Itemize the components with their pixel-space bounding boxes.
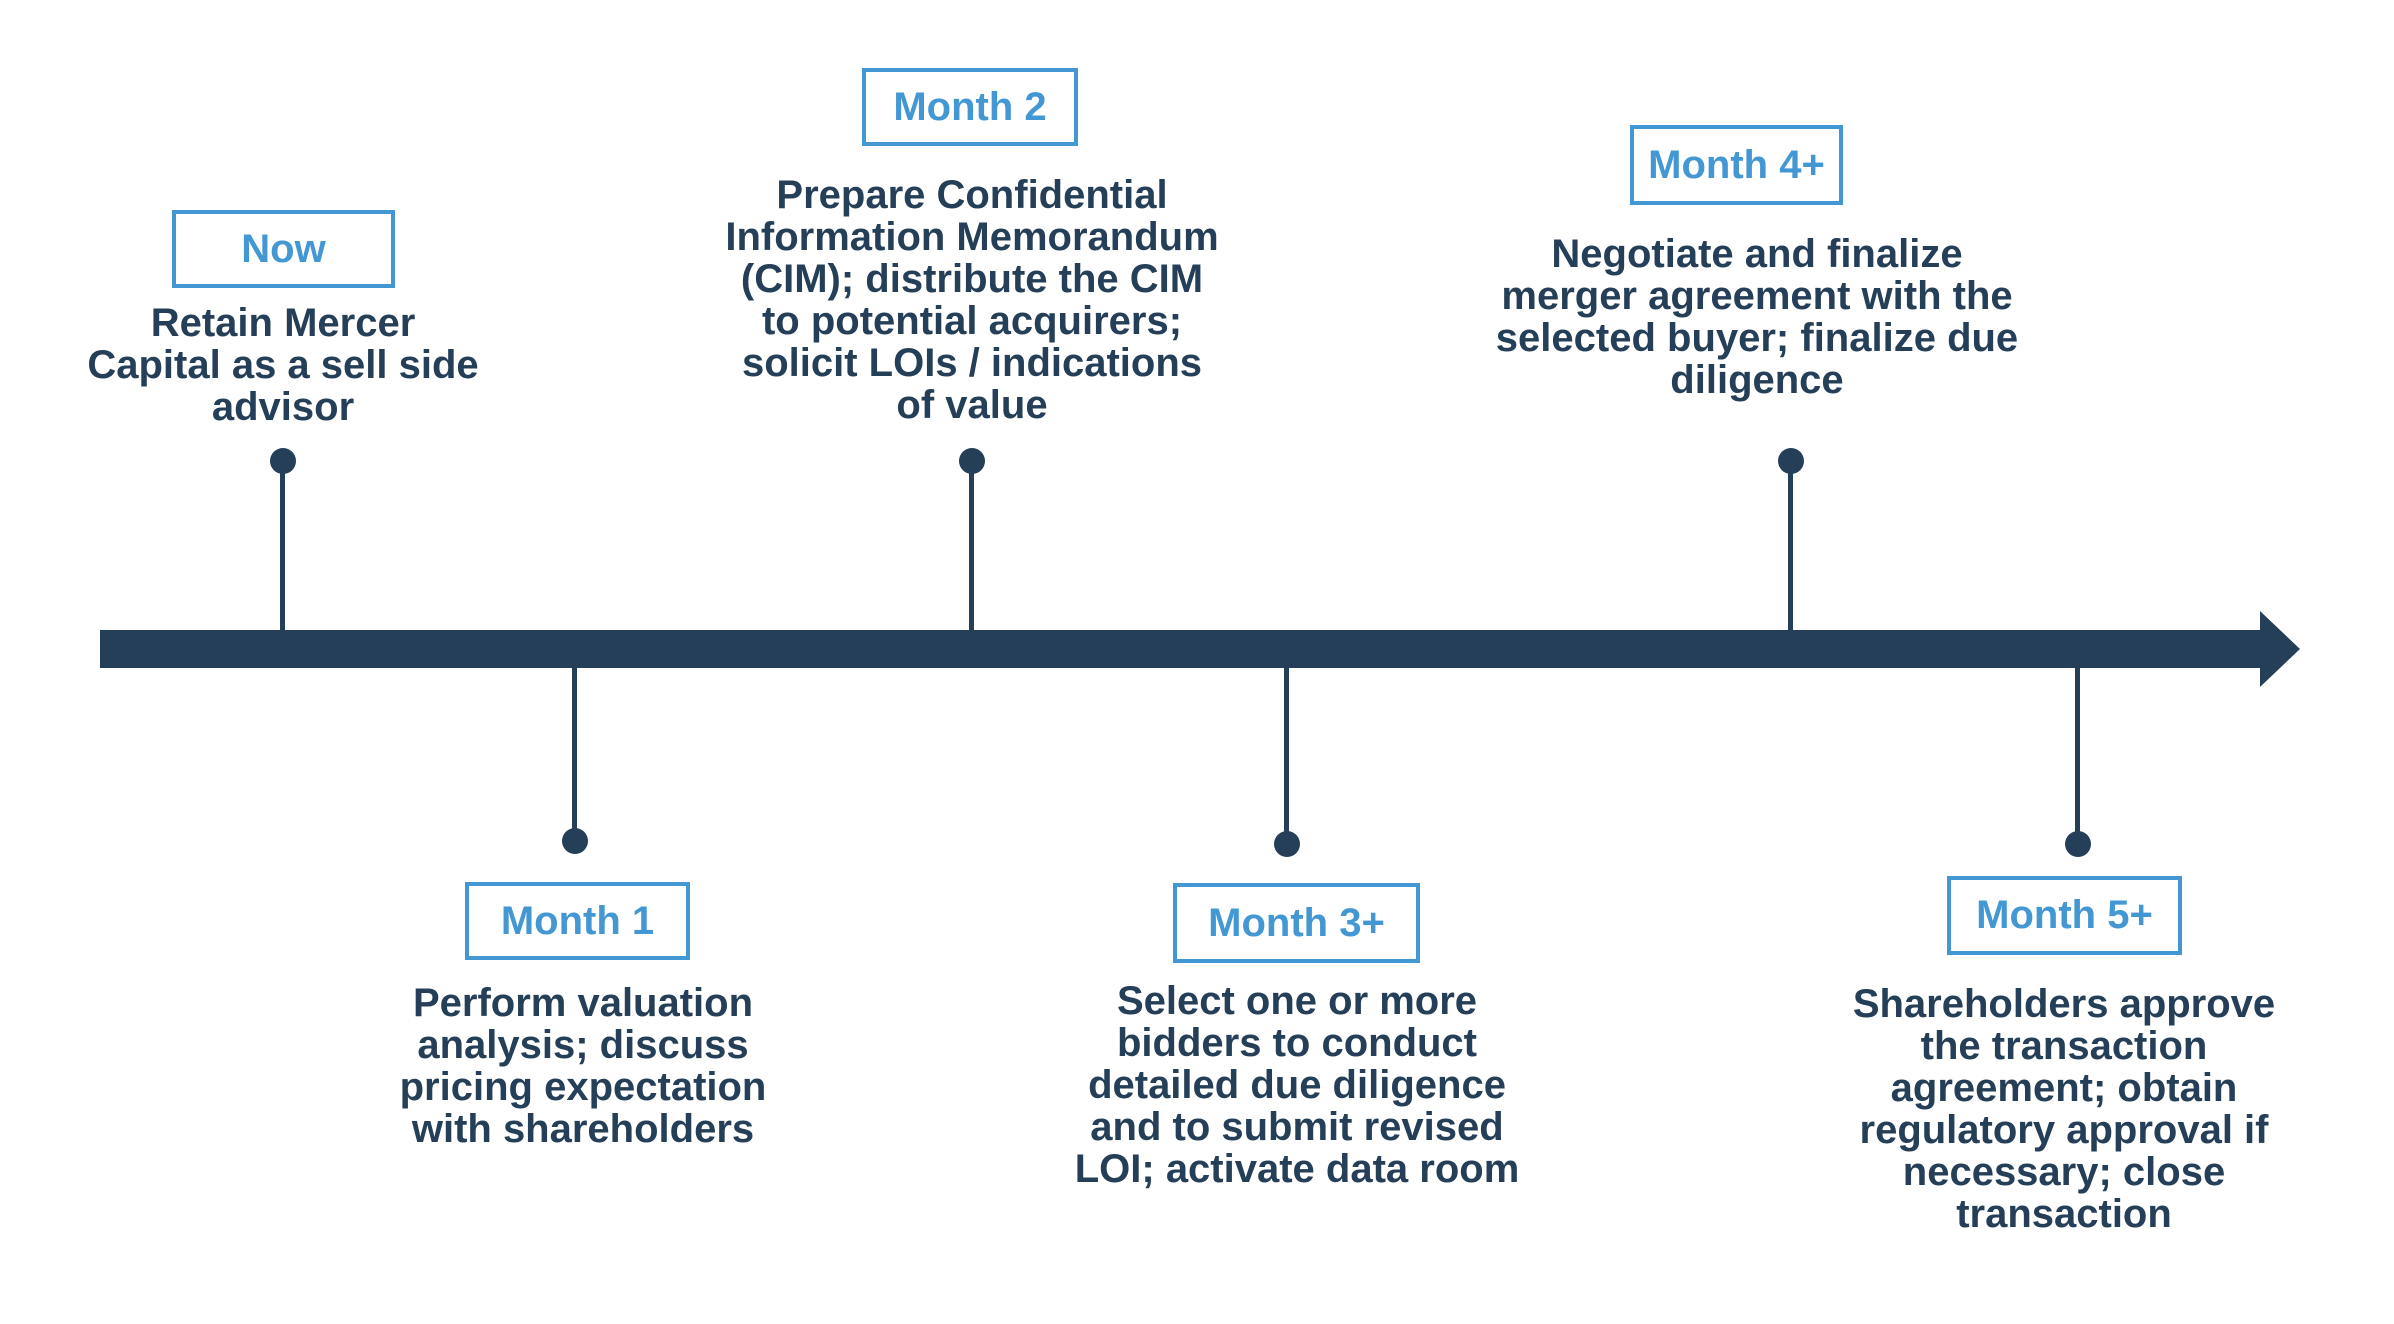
milestone-label: Month 4+ bbox=[1648, 142, 1825, 187]
timeline-arrowhead-icon bbox=[2260, 611, 2300, 687]
milestone-label-box: Month 4+ bbox=[1630, 125, 1843, 205]
milestone-description: Shareholders approve the transaction agr… bbox=[1852, 982, 2276, 1236]
milestone-stem bbox=[1284, 668, 1289, 844]
milestone-dot bbox=[1778, 448, 1804, 474]
milestone-dot bbox=[2065, 831, 2091, 857]
milestone-description: Negotiate and finalize merger agreement … bbox=[1495, 232, 2019, 402]
milestone-label-box: Month 2 bbox=[862, 68, 1078, 146]
milestone-label: Month 5+ bbox=[1976, 893, 2153, 937]
milestone-description: Perform valuation analysis; discuss pric… bbox=[399, 981, 767, 1151]
milestone-description: Retain Mercer Capital as a sell side adv… bbox=[87, 301, 479, 429]
milestone-label-box: Month 3+ bbox=[1173, 883, 1420, 963]
milestone-description: Select one or more bidders to conduct de… bbox=[1074, 979, 1520, 1191]
milestone-label: Month 1 bbox=[500, 898, 655, 943]
milestone-label: Month 2 bbox=[893, 84, 1047, 129]
milestone-dot bbox=[270, 448, 296, 474]
milestone-description: Prepare Confidential Information Memoran… bbox=[725, 173, 1219, 427]
milestone-label-box: Now bbox=[172, 210, 395, 288]
timeline-axis-bar bbox=[100, 630, 2262, 668]
milestone-label-box: Month 5+ bbox=[1947, 876, 2182, 955]
milestone-label: Month 3+ bbox=[1208, 900, 1385, 945]
milestone-dot bbox=[959, 448, 985, 474]
milestone-label-box: Month 1 bbox=[465, 882, 690, 960]
milestone-dot bbox=[1274, 831, 1300, 857]
milestone-stem bbox=[572, 668, 577, 841]
milestone-stem bbox=[2075, 668, 2080, 844]
milestone-dot bbox=[562, 828, 588, 854]
milestone-stem bbox=[280, 461, 285, 630]
milestone-stem bbox=[969, 461, 974, 630]
milestone-label: Now bbox=[241, 226, 326, 271]
milestone-stem bbox=[1788, 461, 1793, 630]
